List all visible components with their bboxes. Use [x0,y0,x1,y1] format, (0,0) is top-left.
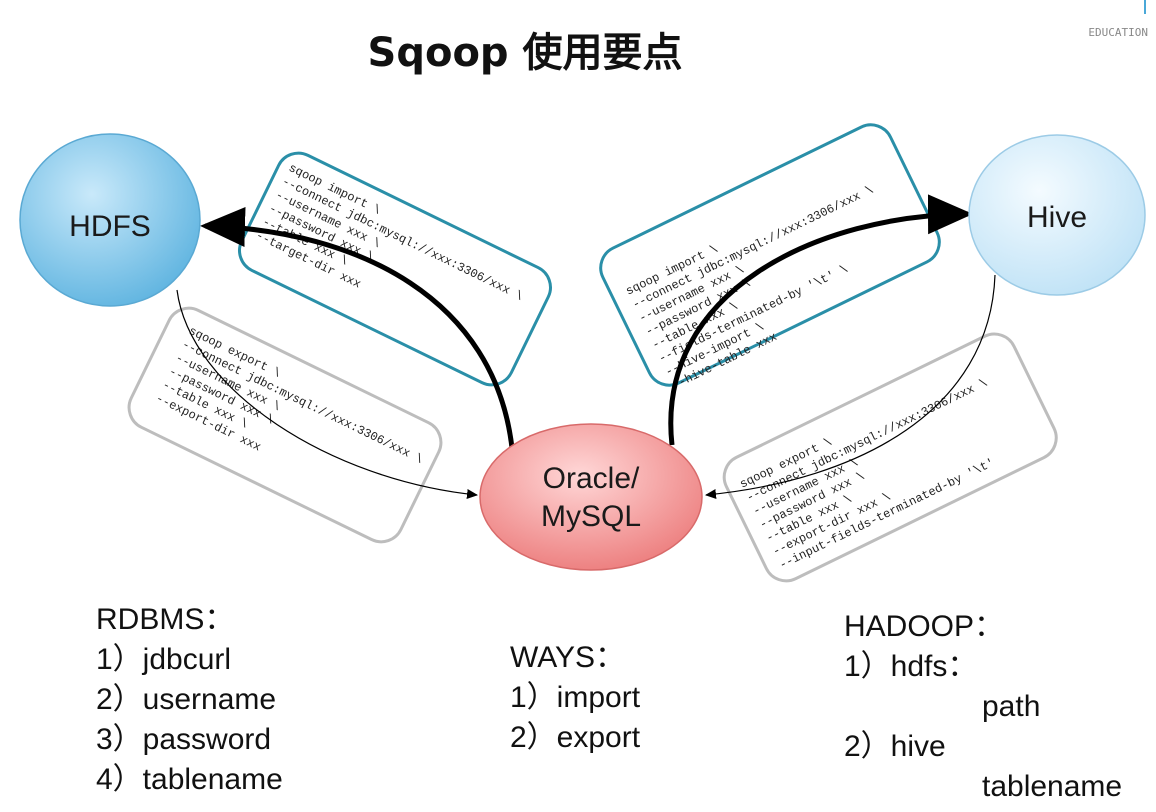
hdfs-label: HDFS [69,210,151,243]
hadoop-heading: HADOOP： [844,610,1005,643]
hdfs-node: HDFS [19,133,201,307]
export-from-hive-arrow [705,274,996,500]
import-to-hive-arrow [668,194,973,446]
hive-export-box: sqoop export \ --connect jdbc:mysql://xx… [722,332,1058,583]
import-to-hdfs-arrow [200,207,515,449]
ways-item: 1）import [510,681,641,714]
hdfs-import-box: sqoop import \ --connect jdbc:mysql://xx… [238,151,552,387]
hadoop-item-hive-sub: tablename [982,770,1123,803]
ways-heading: WAYS： [510,641,626,674]
rdbms-list: RDBMS： 1）jdbcurl 2）username 3）password 4… [96,600,283,800]
rdbms-item: 3）password [96,723,272,756]
rdbms-item: 2）username [96,683,277,716]
brand-accent-bar [1144,0,1146,14]
rdbms-heading: RDBMS： [96,603,235,636]
hadoop-item-hdfs: 1）hdfs： [844,650,978,683]
oracle-mysql-node: Oracle/ MySQL [479,423,703,571]
hive-label: Hive [1027,201,1087,234]
rdb-label-line2: MySQL [541,500,641,533]
hive-import-box: sqoop import \ --connect jdbc:mysql://xx… [599,123,941,393]
rdb-label-line1: Oracle/ [543,462,640,495]
rdbms-item: 4）tablename [96,763,283,796]
hadoop-item-hdfs-sub: path [982,690,1041,723]
rdbms-item: 1）jdbcurl [96,643,232,676]
hadoop-list: HADOOP： 1）hdfs： path 2）hive tablename [844,607,1122,807]
ways-list: WAYS： 1）import 2）export [510,638,640,758]
export-from-hdfs-arrow [176,289,478,499]
brand-label: EDUCATION [1088,26,1148,39]
hive-node: Hive [968,134,1146,296]
page-title: Sqoop 使用要点 [367,30,683,76]
ways-item: 2）export [510,721,641,754]
hadoop-item-hive: 2）hive [844,730,946,763]
